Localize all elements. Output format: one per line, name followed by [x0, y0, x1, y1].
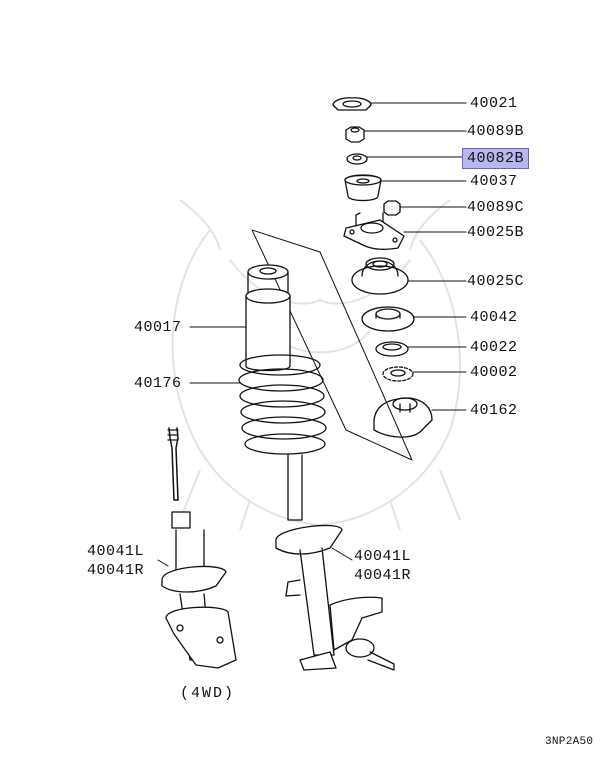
coil-spring-40176	[238, 354, 327, 455]
label-40025C[interactable]: 40025C	[467, 273, 525, 290]
label-left-40041L[interactable]: 40041L	[87, 543, 145, 560]
mount-40025B	[343, 212, 405, 250]
label-left-40041R[interactable]: 40041R	[87, 562, 145, 579]
label-40162[interactable]: 40162	[470, 402, 518, 419]
label-40176[interactable]: 40176	[134, 375, 182, 392]
label-40089B[interactable]: 40089B	[467, 123, 525, 140]
bearing-40022	[375, 341, 409, 357]
label-40017[interactable]: 40017	[134, 319, 182, 336]
seat-40042	[361, 306, 415, 332]
label-40025B[interactable]: 40025B	[467, 224, 525, 241]
washer-40082B	[346, 153, 368, 165]
label-40082B-highlighted[interactable]: 40082B	[462, 148, 530, 169]
label-40089C[interactable]: 40089C	[467, 199, 525, 216]
strut-right	[275, 454, 395, 671]
strut-left-4wd	[161, 427, 237, 669]
insulator-40025C	[351, 257, 409, 295]
label-40042[interactable]: 40042	[470, 309, 518, 326]
leader-lines	[157, 102, 467, 567]
group-bracket	[251, 229, 413, 461]
label-right-40041R[interactable]: 40041R	[354, 567, 412, 584]
nut-40089C	[383, 200, 401, 216]
dust-cap-40021	[332, 97, 372, 111]
label-right-40041L[interactable]: 40041L	[354, 548, 412, 565]
insulator-40162	[373, 397, 433, 438]
label-40037[interactable]: 40037	[470, 173, 518, 190]
caption-4wd: (4WD)	[180, 685, 236, 702]
label-40022[interactable]: 40022	[470, 339, 518, 356]
bushing-40037	[344, 174, 382, 202]
label-40002[interactable]: 40002	[470, 364, 518, 381]
nut-40089B	[345, 126, 365, 143]
watermark	[171, 199, 461, 531]
diagram-code: 3NP2A50	[545, 736, 594, 748]
pad-40002	[382, 366, 414, 382]
boot-40017	[245, 264, 291, 372]
label-40021[interactable]: 40021	[470, 95, 518, 112]
